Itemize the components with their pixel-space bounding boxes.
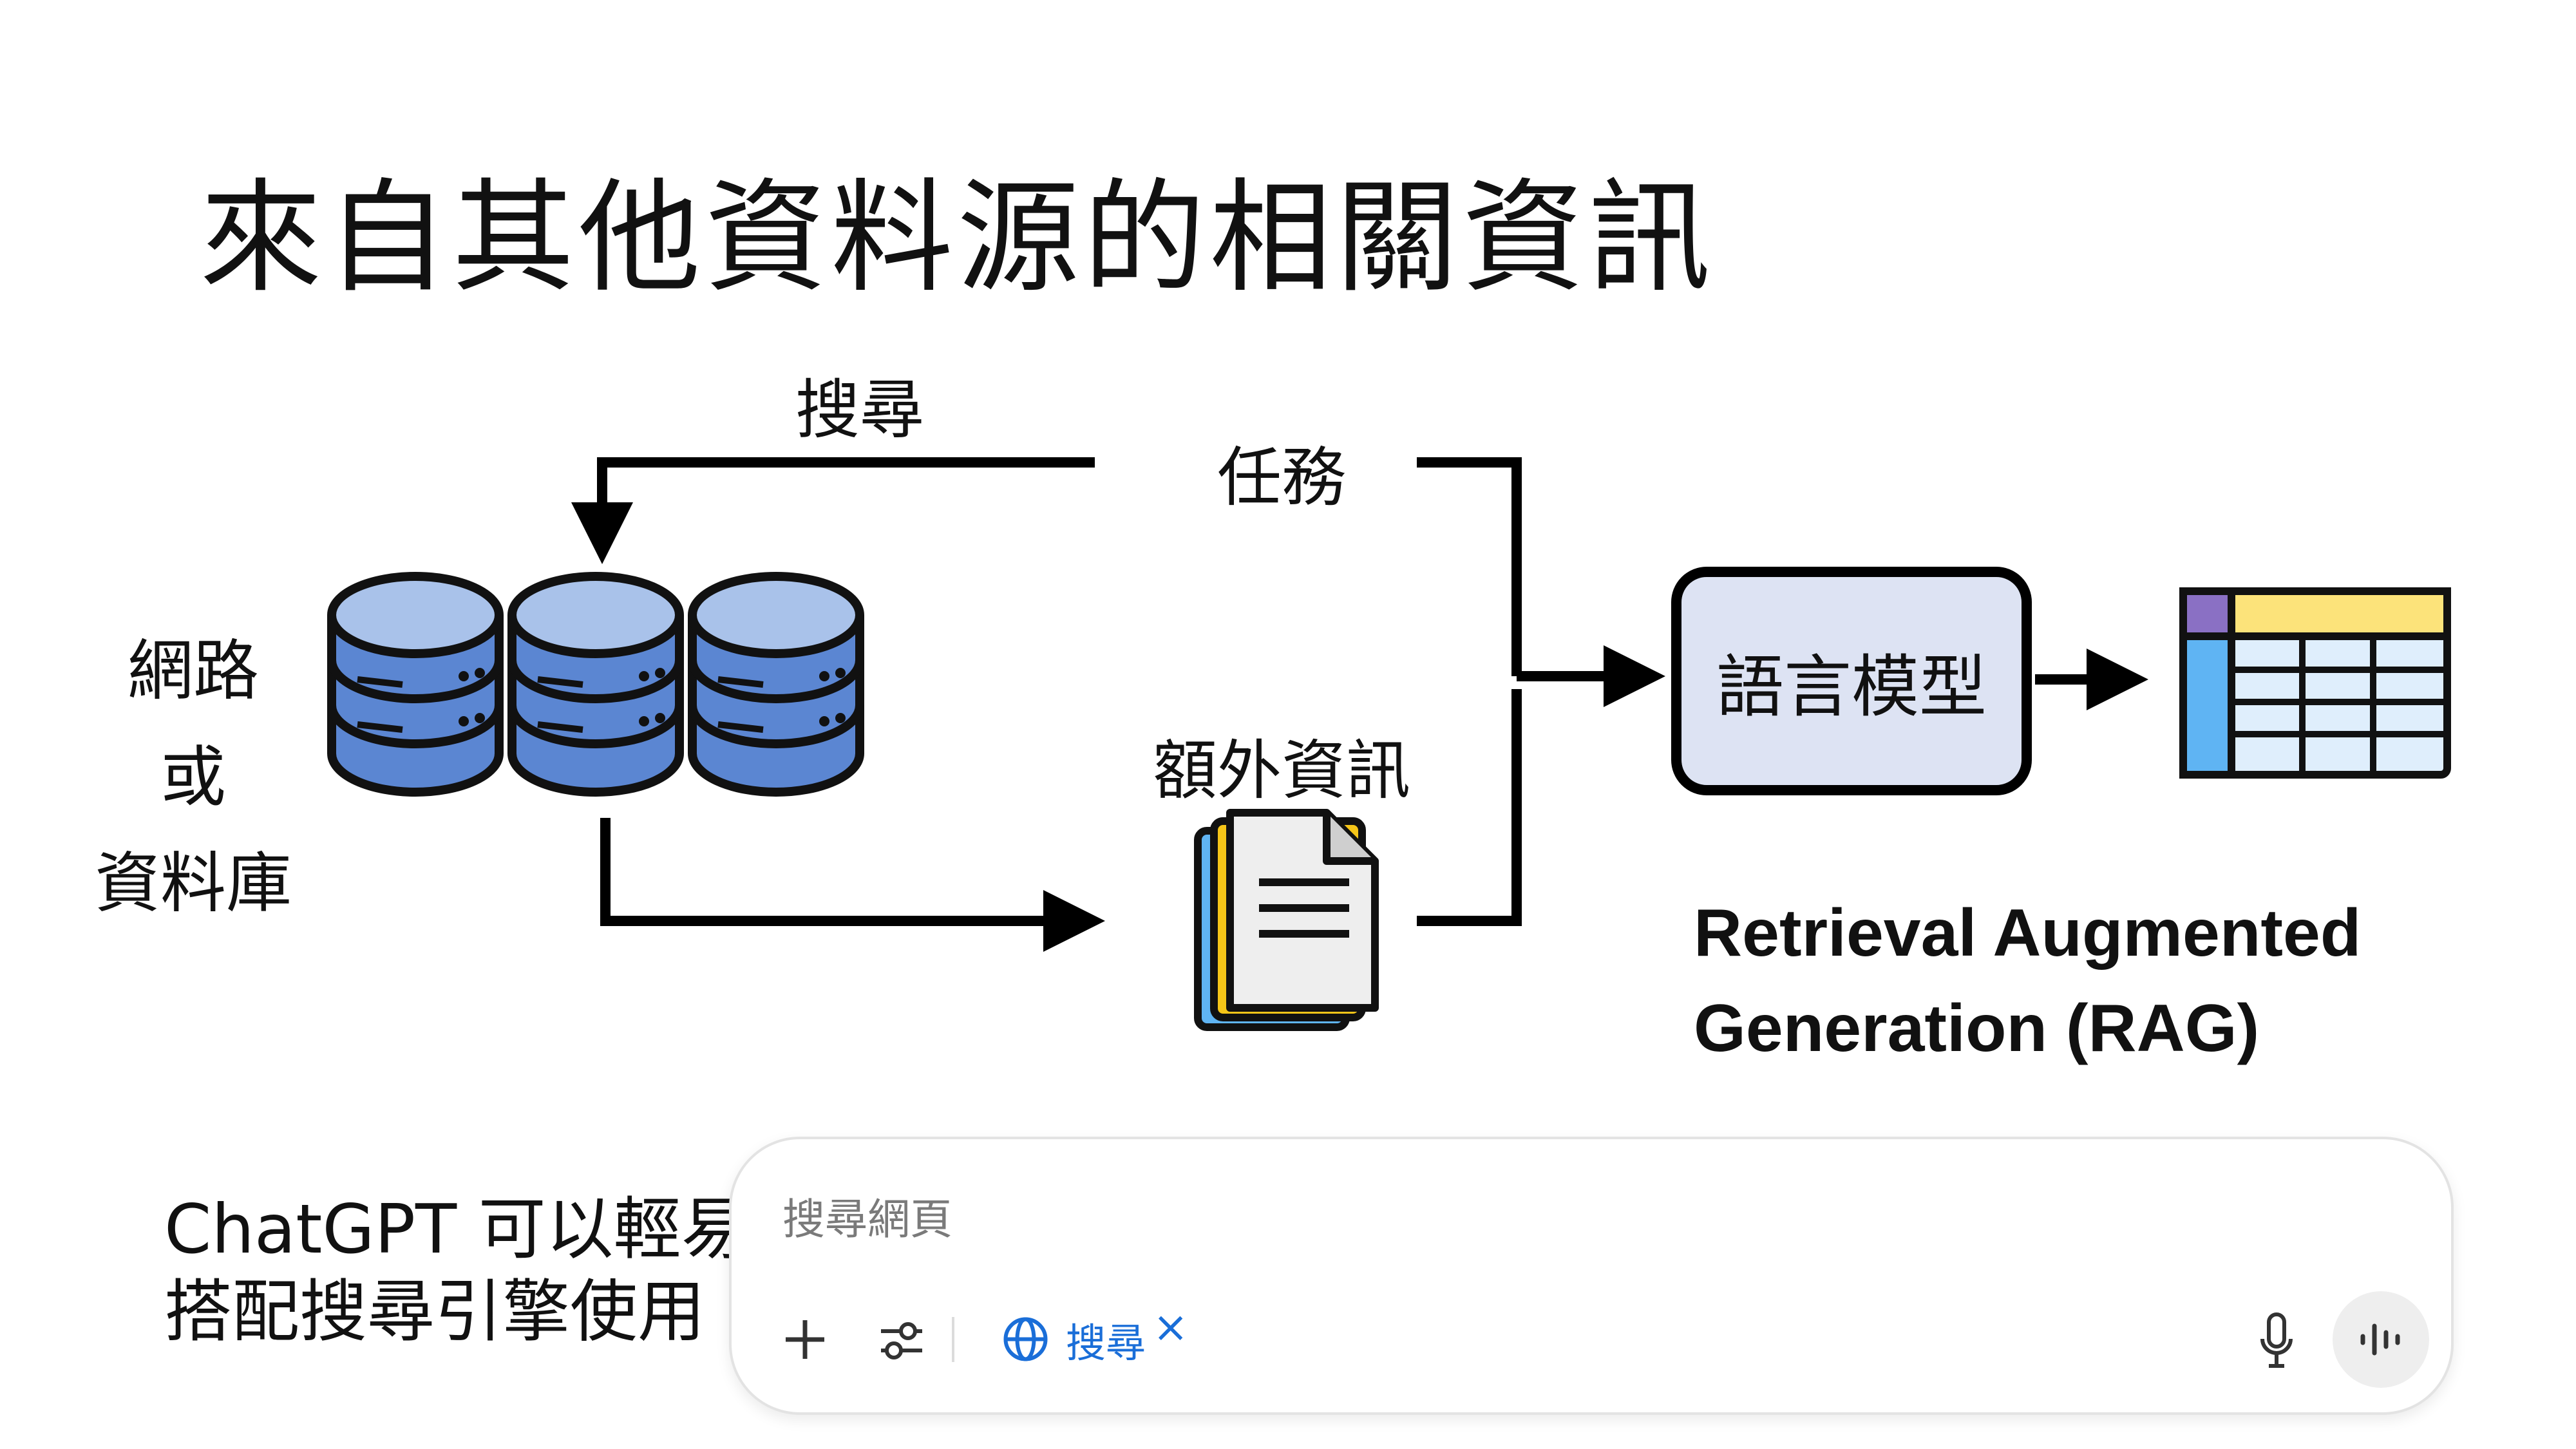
- database-label-line1: 網路 或: [128, 633, 259, 816]
- search-bar[interactable]: [729, 1137, 2454, 1415]
- plus-icon[interactable]: [779, 1314, 831, 1365]
- caption-line1: ChatGPT 可以輕易: [164, 1190, 749, 1269]
- search-input-placeholder[interactable]: 搜尋網頁: [782, 1195, 952, 1244]
- globe-icon[interactable]: [1001, 1315, 1050, 1363]
- chatgpt-caption: ChatGPT 可以輕易 搭配搜尋引擎使用: [164, 1188, 749, 1353]
- database-icon: [507, 572, 684, 797]
- toolbar-divider: [952, 1317, 954, 1362]
- table-icon: [2179, 587, 2451, 779]
- search-label: 搜尋: [795, 372, 924, 448]
- database-icon: [688, 572, 864, 797]
- retrieve-arrow: [600, 818, 1105, 952]
- database-label-line2: 資料庫: [95, 846, 292, 922]
- database-label: 網路 或 資料庫: [87, 618, 299, 937]
- rag-line2: Generation (RAG): [1694, 991, 2260, 1066]
- close-icon[interactable]: ×: [1153, 1302, 1189, 1352]
- rag-caption: Retrieval Augmented Generation (RAG): [1694, 886, 2361, 1076]
- language-model-box: 語言模型: [1671, 567, 2032, 795]
- page-title: 來自其他資料源的相關資訊: [200, 167, 1715, 309]
- mic-icon[interactable]: [2257, 1311, 2296, 1372]
- documents-icon: [1194, 809, 1379, 1031]
- search-arrow: [571, 457, 1095, 564]
- search-chip-label[interactable]: 搜尋: [1066, 1320, 1146, 1367]
- caption-line2: 搭配搜尋引擎使用: [164, 1273, 706, 1351]
- merge-bracket: [1417, 457, 1665, 926]
- voice-mode-button[interactable]: [2333, 1291, 2429, 1388]
- task-label: 任務: [1217, 440, 1346, 515]
- voice-wave-icon: [2360, 1323, 2400, 1356]
- language-model-label: 語言模型: [1716, 647, 1987, 726]
- rag-line1: Retrieval Augmented: [1694, 896, 2362, 971]
- tune-icon[interactable]: [876, 1317, 927, 1365]
- database-icon: [327, 572, 504, 797]
- extra-info-label: 額外資訊: [1153, 733, 1410, 808]
